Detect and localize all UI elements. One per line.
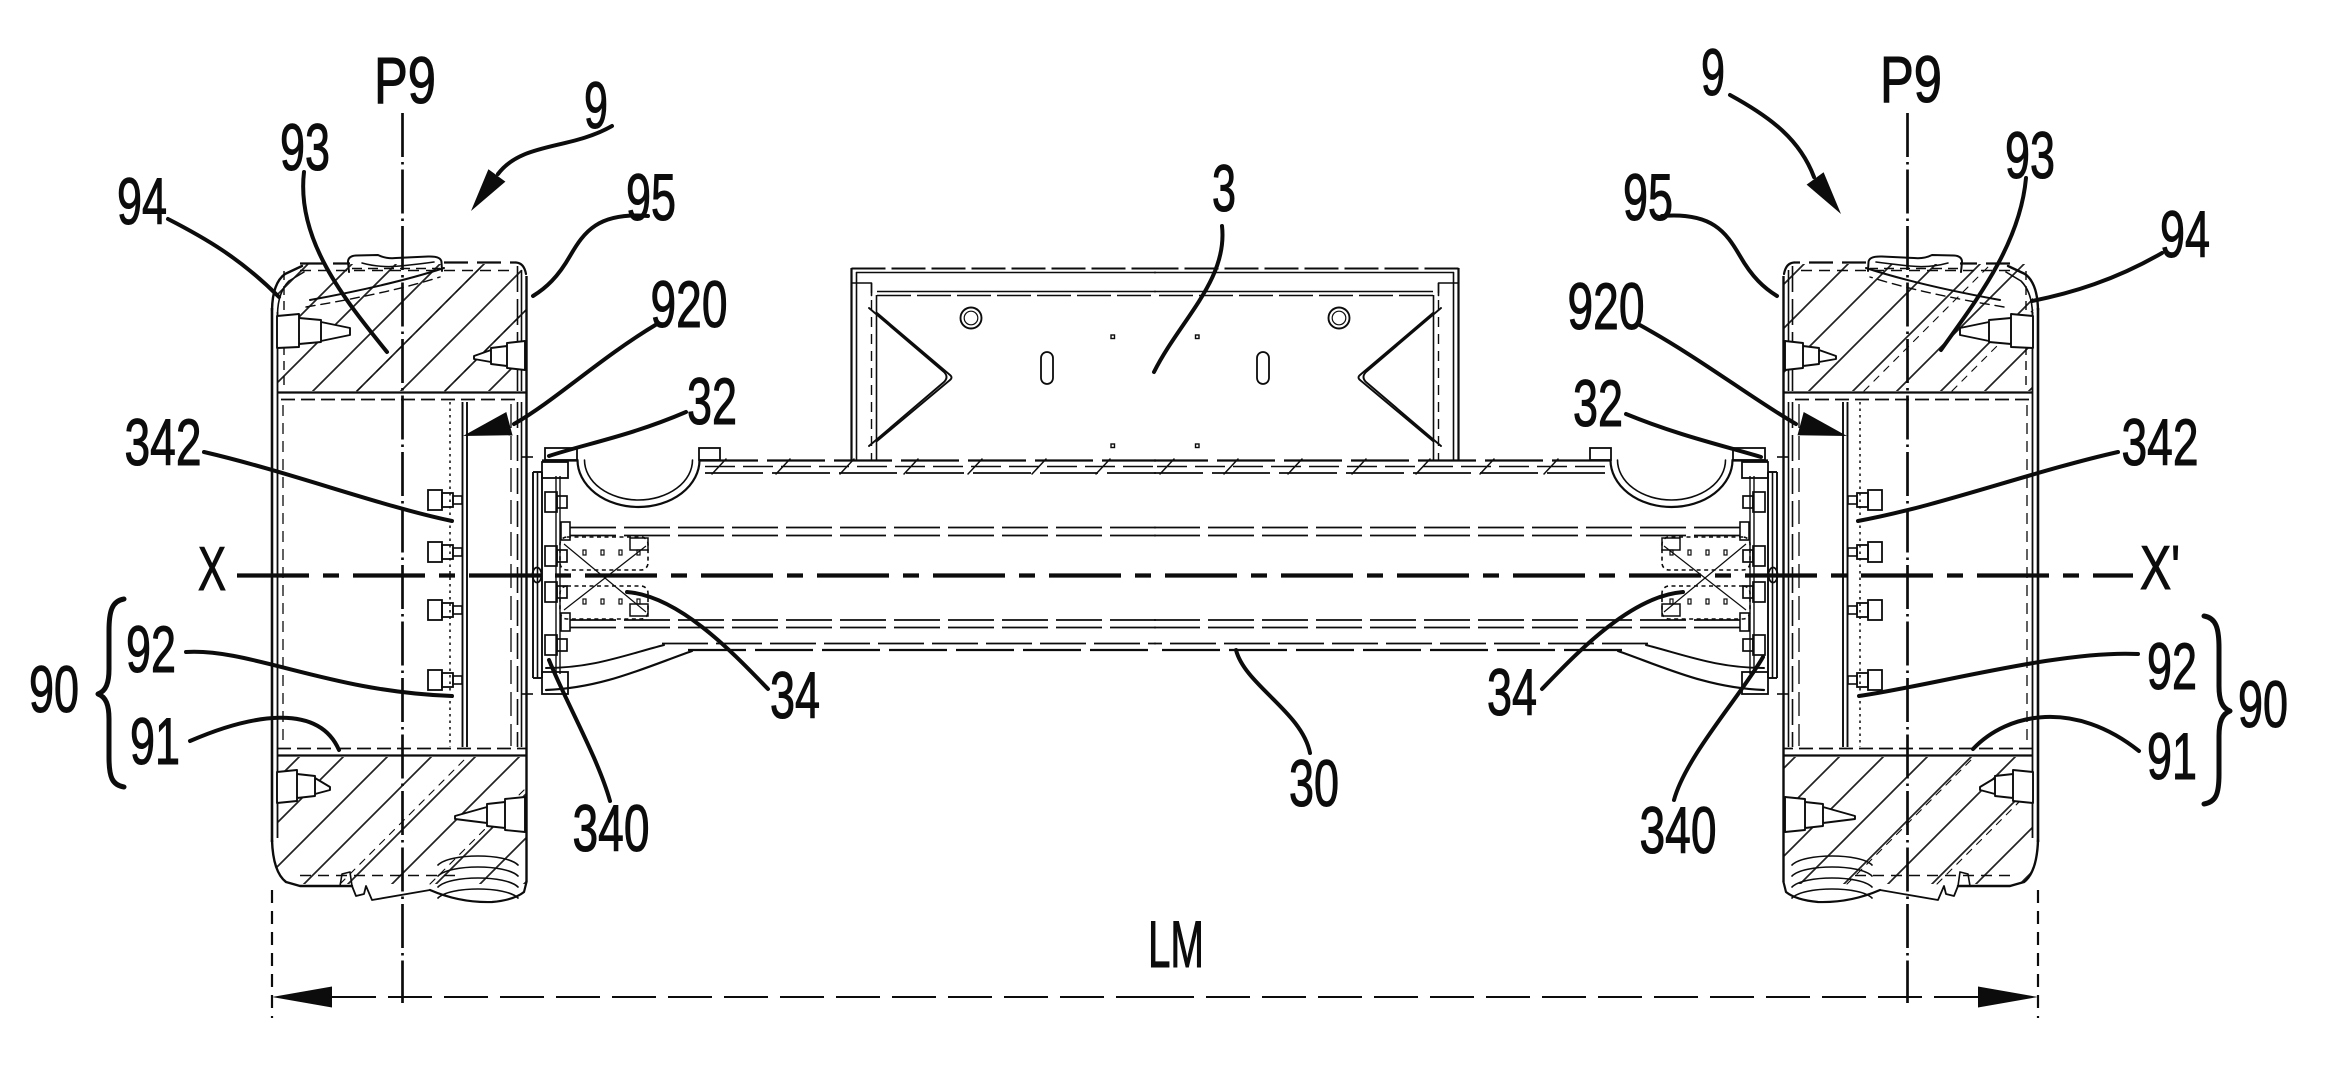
svg-text:95: 95 [1623,160,1673,234]
svg-text:92: 92 [2147,629,2197,703]
svg-text:30: 30 [1289,746,1339,820]
svg-text:34: 34 [1487,655,1537,729]
svg-text:P9: P9 [374,43,436,117]
svg-text:90: 90 [29,652,79,726]
svg-text:920: 920 [1568,269,1645,343]
svg-text:P9: P9 [1880,42,1942,116]
svg-text:34: 34 [770,658,820,732]
svg-text:9: 9 [584,68,608,142]
svg-text:95: 95 [626,160,676,234]
svg-text:32: 32 [687,364,737,438]
svg-text:90: 90 [2238,667,2288,741]
svg-text:X: X [198,535,226,604]
svg-text:340: 340 [573,791,650,865]
svg-text:342: 342 [125,405,202,479]
svg-text:94: 94 [117,164,167,238]
svg-text:920: 920 [651,267,728,341]
svg-text:91: 91 [2147,719,2197,793]
svg-text:LM: LM [1148,907,1204,981]
svg-text:3: 3 [1212,151,1236,225]
svg-text:94: 94 [2160,197,2210,271]
svg-text:93: 93 [280,110,330,184]
svg-text:32: 32 [1573,366,1623,440]
svg-text:X': X' [2140,534,2180,603]
svg-text:91: 91 [130,704,180,778]
svg-text:92: 92 [126,612,176,686]
svg-text:340: 340 [1640,793,1717,867]
svg-text:93: 93 [2005,118,2055,192]
svg-text:9: 9 [1701,35,1725,109]
svg-text:342: 342 [2122,405,2199,479]
